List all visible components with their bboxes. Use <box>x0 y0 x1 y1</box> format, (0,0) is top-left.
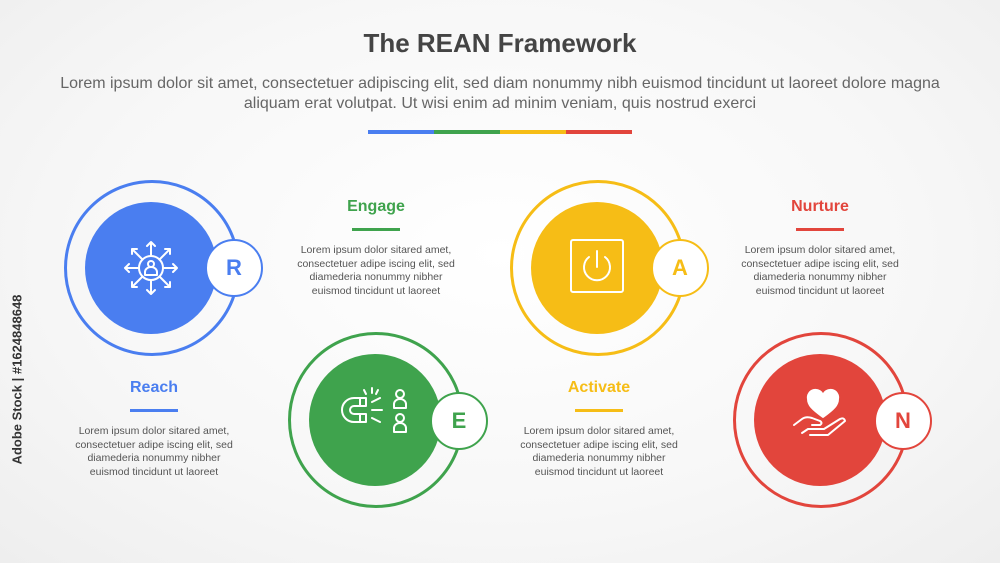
engage-title: Engage <box>347 198 405 215</box>
heart-hand-icon <box>793 388 846 436</box>
page-subtitle: Lorem ipsum dolor sit amet, consectetuer… <box>60 75 940 112</box>
nurture-underline <box>796 228 844 231</box>
reach-underline <box>130 409 178 412</box>
activate-description: Lorem ipsum dolor sitared amet, consecte… <box>520 425 678 478</box>
color-bar-blue <box>368 130 434 134</box>
color-bar-green <box>434 130 500 134</box>
engage-description: Lorem ipsum dolor sitared amet, consecte… <box>297 244 455 297</box>
engage-letter-badge: E <box>430 392 488 450</box>
reach-letter-badge: R <box>205 239 263 297</box>
color-bar-yellow <box>500 130 566 134</box>
magnet-people-icon <box>341 387 407 433</box>
network-person-icon <box>124 241 178 295</box>
nurture-letter-badge: N <box>874 392 932 450</box>
stock-credit: Adobe Stock | #1624848648 <box>9 294 25 465</box>
page-title: The REAN Framework <box>363 28 637 58</box>
nurture-description: Lorem ipsum dolor sitared amet, consecte… <box>741 244 899 297</box>
activate-underline <box>575 409 623 412</box>
nurture-title: Nurture <box>791 198 849 215</box>
reach-title: Reach <box>129 379 179 396</box>
engage-underline <box>352 228 400 231</box>
activate-title: Activate <box>567 379 631 396</box>
power-button-icon <box>570 239 624 293</box>
color-bar-red <box>566 130 632 134</box>
activate-letter-badge: A <box>651 239 709 297</box>
reach-description: Lorem ipsum dolor sitared amet, consecte… <box>75 425 233 478</box>
